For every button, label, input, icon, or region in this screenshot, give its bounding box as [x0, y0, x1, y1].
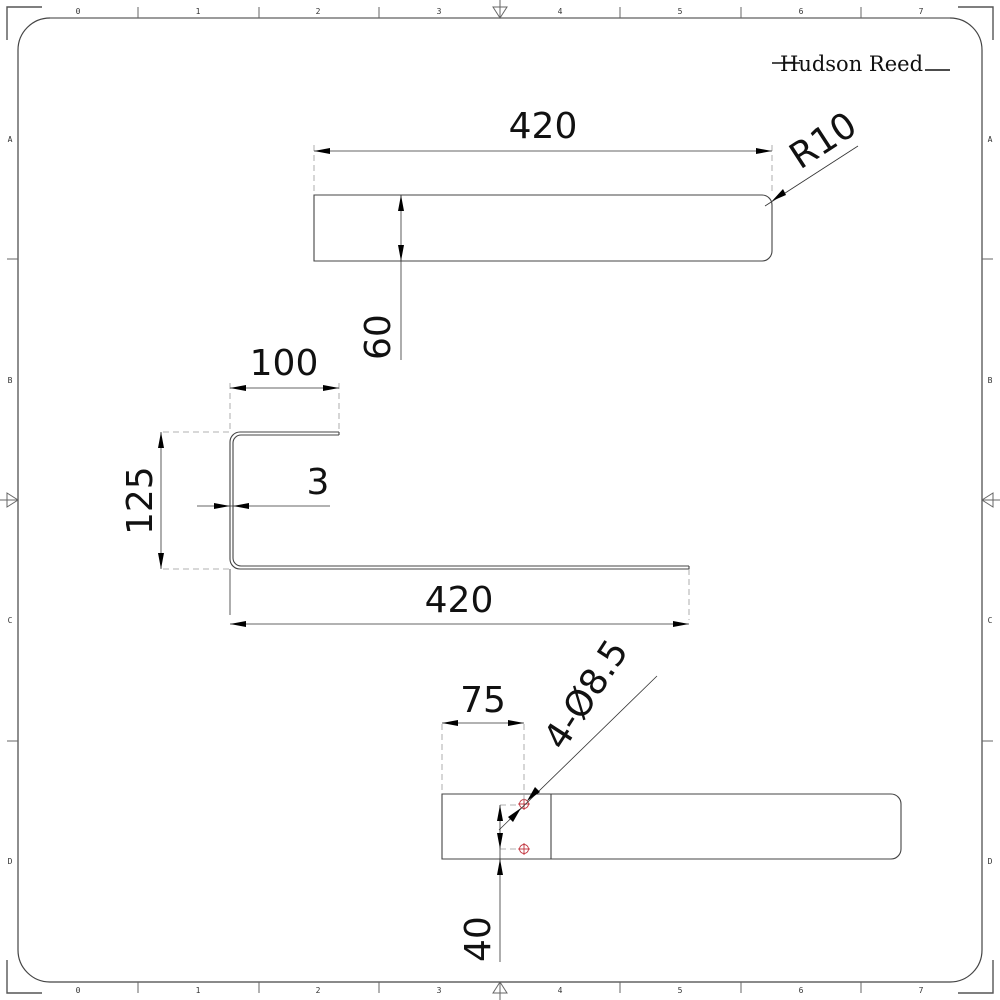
radius-label: R10 [783, 105, 865, 178]
corner-bracket-top-left [6, 6, 42, 40]
hole-spec-label: 4-Ø8.5 [536, 633, 637, 757]
column-label-7: 7 [919, 7, 924, 16]
bottom-ruler: 0 1 2 3 4 5 6 7 [76, 981, 924, 1000]
column-label-6: 6 [799, 7, 804, 16]
corner-bracket-bottom-right [958, 960, 994, 994]
mounting-plate-outline [441, 793, 902, 860]
column-label-bottom-3: 3 [437, 986, 442, 995]
center-marker-left-icon [6, 492, 19, 508]
profile-inner-edge [232, 434, 689, 567]
row-label-right-a: A [988, 135, 993, 144]
mounting-hole-icon [518, 843, 530, 855]
profile-length-label: 420 [425, 580, 494, 621]
column-label-bottom-0: 0 [76, 986, 81, 995]
hole-offset-label: 75 [460, 680, 506, 721]
corner-bracket-bottom-left [6, 960, 42, 994]
top-plate-view: 420 R10 60 [313, 105, 865, 360]
row-label-right-b: B [988, 376, 993, 385]
right-ruler: A B C D [981, 135, 1000, 866]
column-label-0: 0 [76, 7, 81, 16]
row-label-a: A [8, 135, 13, 144]
profile-outer-edge [229, 431, 689, 570]
hole-spec-leader-line [498, 675, 658, 831]
hole-spacing-label: 40 [458, 916, 499, 962]
column-label-1: 1 [196, 7, 201, 16]
top-plate-outline [313, 194, 773, 262]
center-marker-bottom-icon [492, 981, 508, 994]
column-label-3: 3 [437, 7, 442, 16]
width-label: 60 [358, 314, 399, 360]
row-label-c: C [8, 616, 13, 625]
row-label-d: D [8, 857, 13, 866]
mounting-plate-view: 75 4-Ø8.5 40 [441, 633, 902, 962]
column-label-bottom-6: 6 [799, 986, 804, 995]
row-label-b: B [8, 376, 13, 385]
column-label-4: 4 [558, 7, 563, 16]
column-label-5: 5 [678, 7, 683, 16]
brand-logo: Hudson Reed [772, 52, 950, 76]
side-profile-view: 100 125 3 420 [120, 343, 690, 627]
column-label-bottom-4: 4 [558, 986, 563, 995]
top-ruler: 0 1 2 3 4 5 6 7 [76, 0, 924, 19]
center-marker-top-icon [492, 6, 508, 19]
left-ruler: A B C D [0, 135, 19, 866]
column-label-bottom-7: 7 [919, 986, 924, 995]
row-label-right-d: D [988, 857, 993, 866]
column-label-bottom-2: 2 [316, 986, 321, 995]
top-length-label: 420 [509, 106, 578, 147]
center-marker-right-icon [981, 492, 994, 508]
column-label-bottom-1: 1 [196, 986, 201, 995]
corner-bracket-top-right [958, 6, 994, 40]
thickness-label: 3 [307, 462, 330, 503]
top-leg-label: 100 [250, 343, 319, 384]
column-label-bottom-5: 5 [678, 986, 683, 995]
brand-name: Hudson Reed [780, 52, 923, 76]
height-label: 125 [120, 466, 161, 535]
column-label-2: 2 [316, 7, 321, 16]
row-label-right-c: C [988, 616, 993, 625]
